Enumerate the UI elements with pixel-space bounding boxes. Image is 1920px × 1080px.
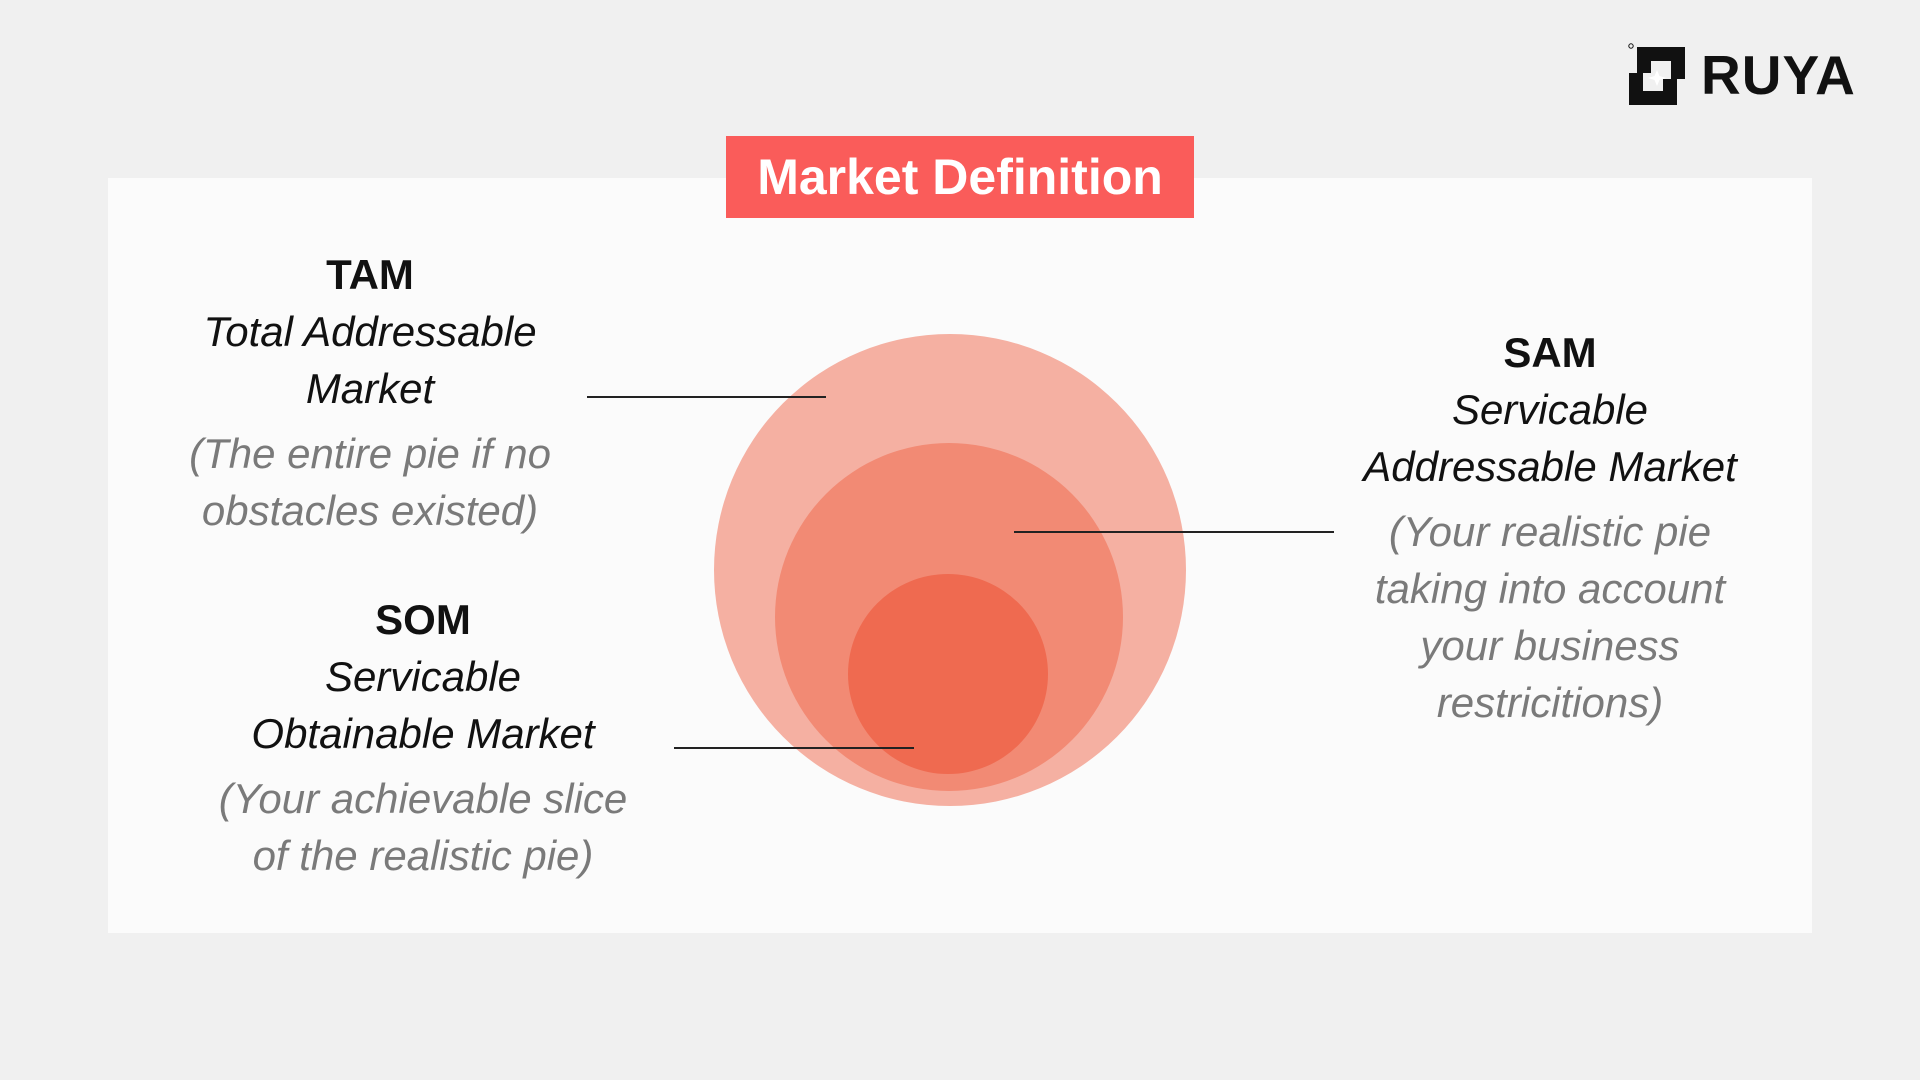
sam-abbr: SAM <box>1503 329 1597 376</box>
tam-full-line1: Total Addressable <box>203 308 537 355</box>
page-title: Market Definition <box>757 149 1163 205</box>
sam-desc-line1: (Your realistic pie <box>1388 508 1712 555</box>
tam-label-block: TAM Total Addressable Market (The entire… <box>150 246 590 539</box>
title-banner: Market Definition <box>726 136 1194 218</box>
sam-desc-line2: taking into account <box>1374 565 1726 612</box>
som-abbr: SOM <box>375 596 471 643</box>
sam-desc-line3: your business <box>1420 622 1680 669</box>
som-full-line2: Obtainable Market <box>251 710 595 757</box>
sam-desc-line4: restricitions) <box>1436 679 1664 726</box>
som-label-block: SOM Servicable Obtainable Market (Your a… <box>190 591 656 884</box>
som-desc-line2: of the realistic pie) <box>252 832 594 879</box>
som-full-line1: Servicable <box>324 653 522 700</box>
sam-full-line1: Servicable <box>1451 386 1649 433</box>
tam-desc-line1: (The entire pie if no <box>189 430 551 477</box>
brand-logo: RUYA <box>1627 41 1856 109</box>
sam-full-line2: Addressable Market <box>1363 443 1737 490</box>
sam-label-block: SAM Servicable Addressable Market (Your … <box>1310 324 1790 731</box>
tam-abbr: TAM <box>326 251 414 298</box>
ruya-logo-icon <box>1628 43 1685 105</box>
brand-name: RUYA <box>1701 43 1856 106</box>
tam-full-line2: Market <box>305 365 435 412</box>
som-circle <box>848 574 1048 774</box>
tam-desc-line2: obstacles existed) <box>201 487 539 534</box>
som-desc-line1: (Your achievable slice <box>218 775 628 822</box>
